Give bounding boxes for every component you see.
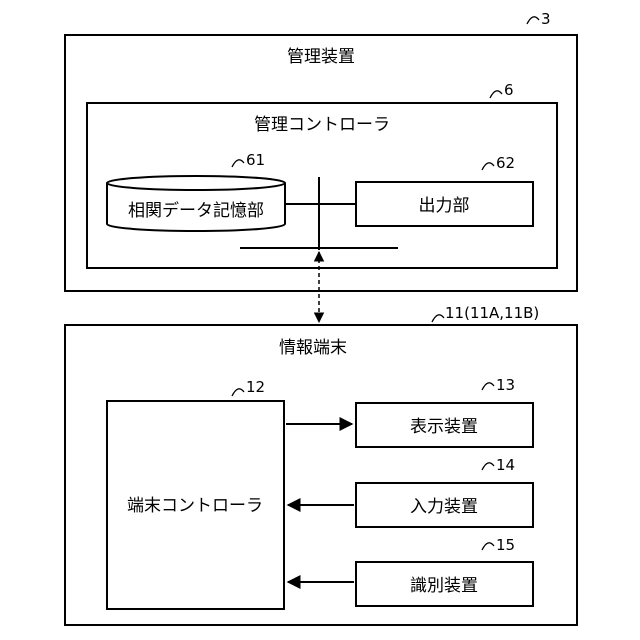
input-device-label: 入力装置 [410,497,478,517]
identification-device-label: 識別装置 [410,576,478,596]
correlation-db-cylinder: 相関データ記憶部 [107,176,285,231]
management-controller-title: 管理コントローラ [254,115,390,135]
input-device-ref: 14 [496,456,515,474]
correlation-db-ref: 61 [246,151,265,169]
management-device-ref: 3 [541,10,551,28]
info-terminal-leader [432,315,444,322]
display-device-ref: 13 [496,376,515,394]
terminal-controller-label: 端末コントローラ [127,496,263,516]
cylinder-top [107,176,285,190]
output-unit-ref: 62 [496,154,515,172]
management-controller: 管理コントローラ 6 相関データ記憶部 61 出力部 62 [87,81,557,268]
correlation-db-label: 相関データ記憶部 [128,200,264,221]
terminal-controller-ref: 12 [246,378,265,396]
info-terminal: 情報端末 11(11A,11B) 端末コントローラ 12 表示装置 13 入力装… [65,304,577,625]
output-unit-label: 出力部 [419,196,470,216]
management-device-title: 管理装置 [287,47,355,67]
management-controller-ref: 6 [504,81,514,99]
display-device-label: 表示装置 [410,417,478,437]
info-terminal-ref: 11(11A,11B) [445,304,539,322]
management-device-leader [527,17,539,24]
identification-device-ref: 15 [496,536,515,554]
info-terminal-title: 情報端末 [279,338,347,358]
